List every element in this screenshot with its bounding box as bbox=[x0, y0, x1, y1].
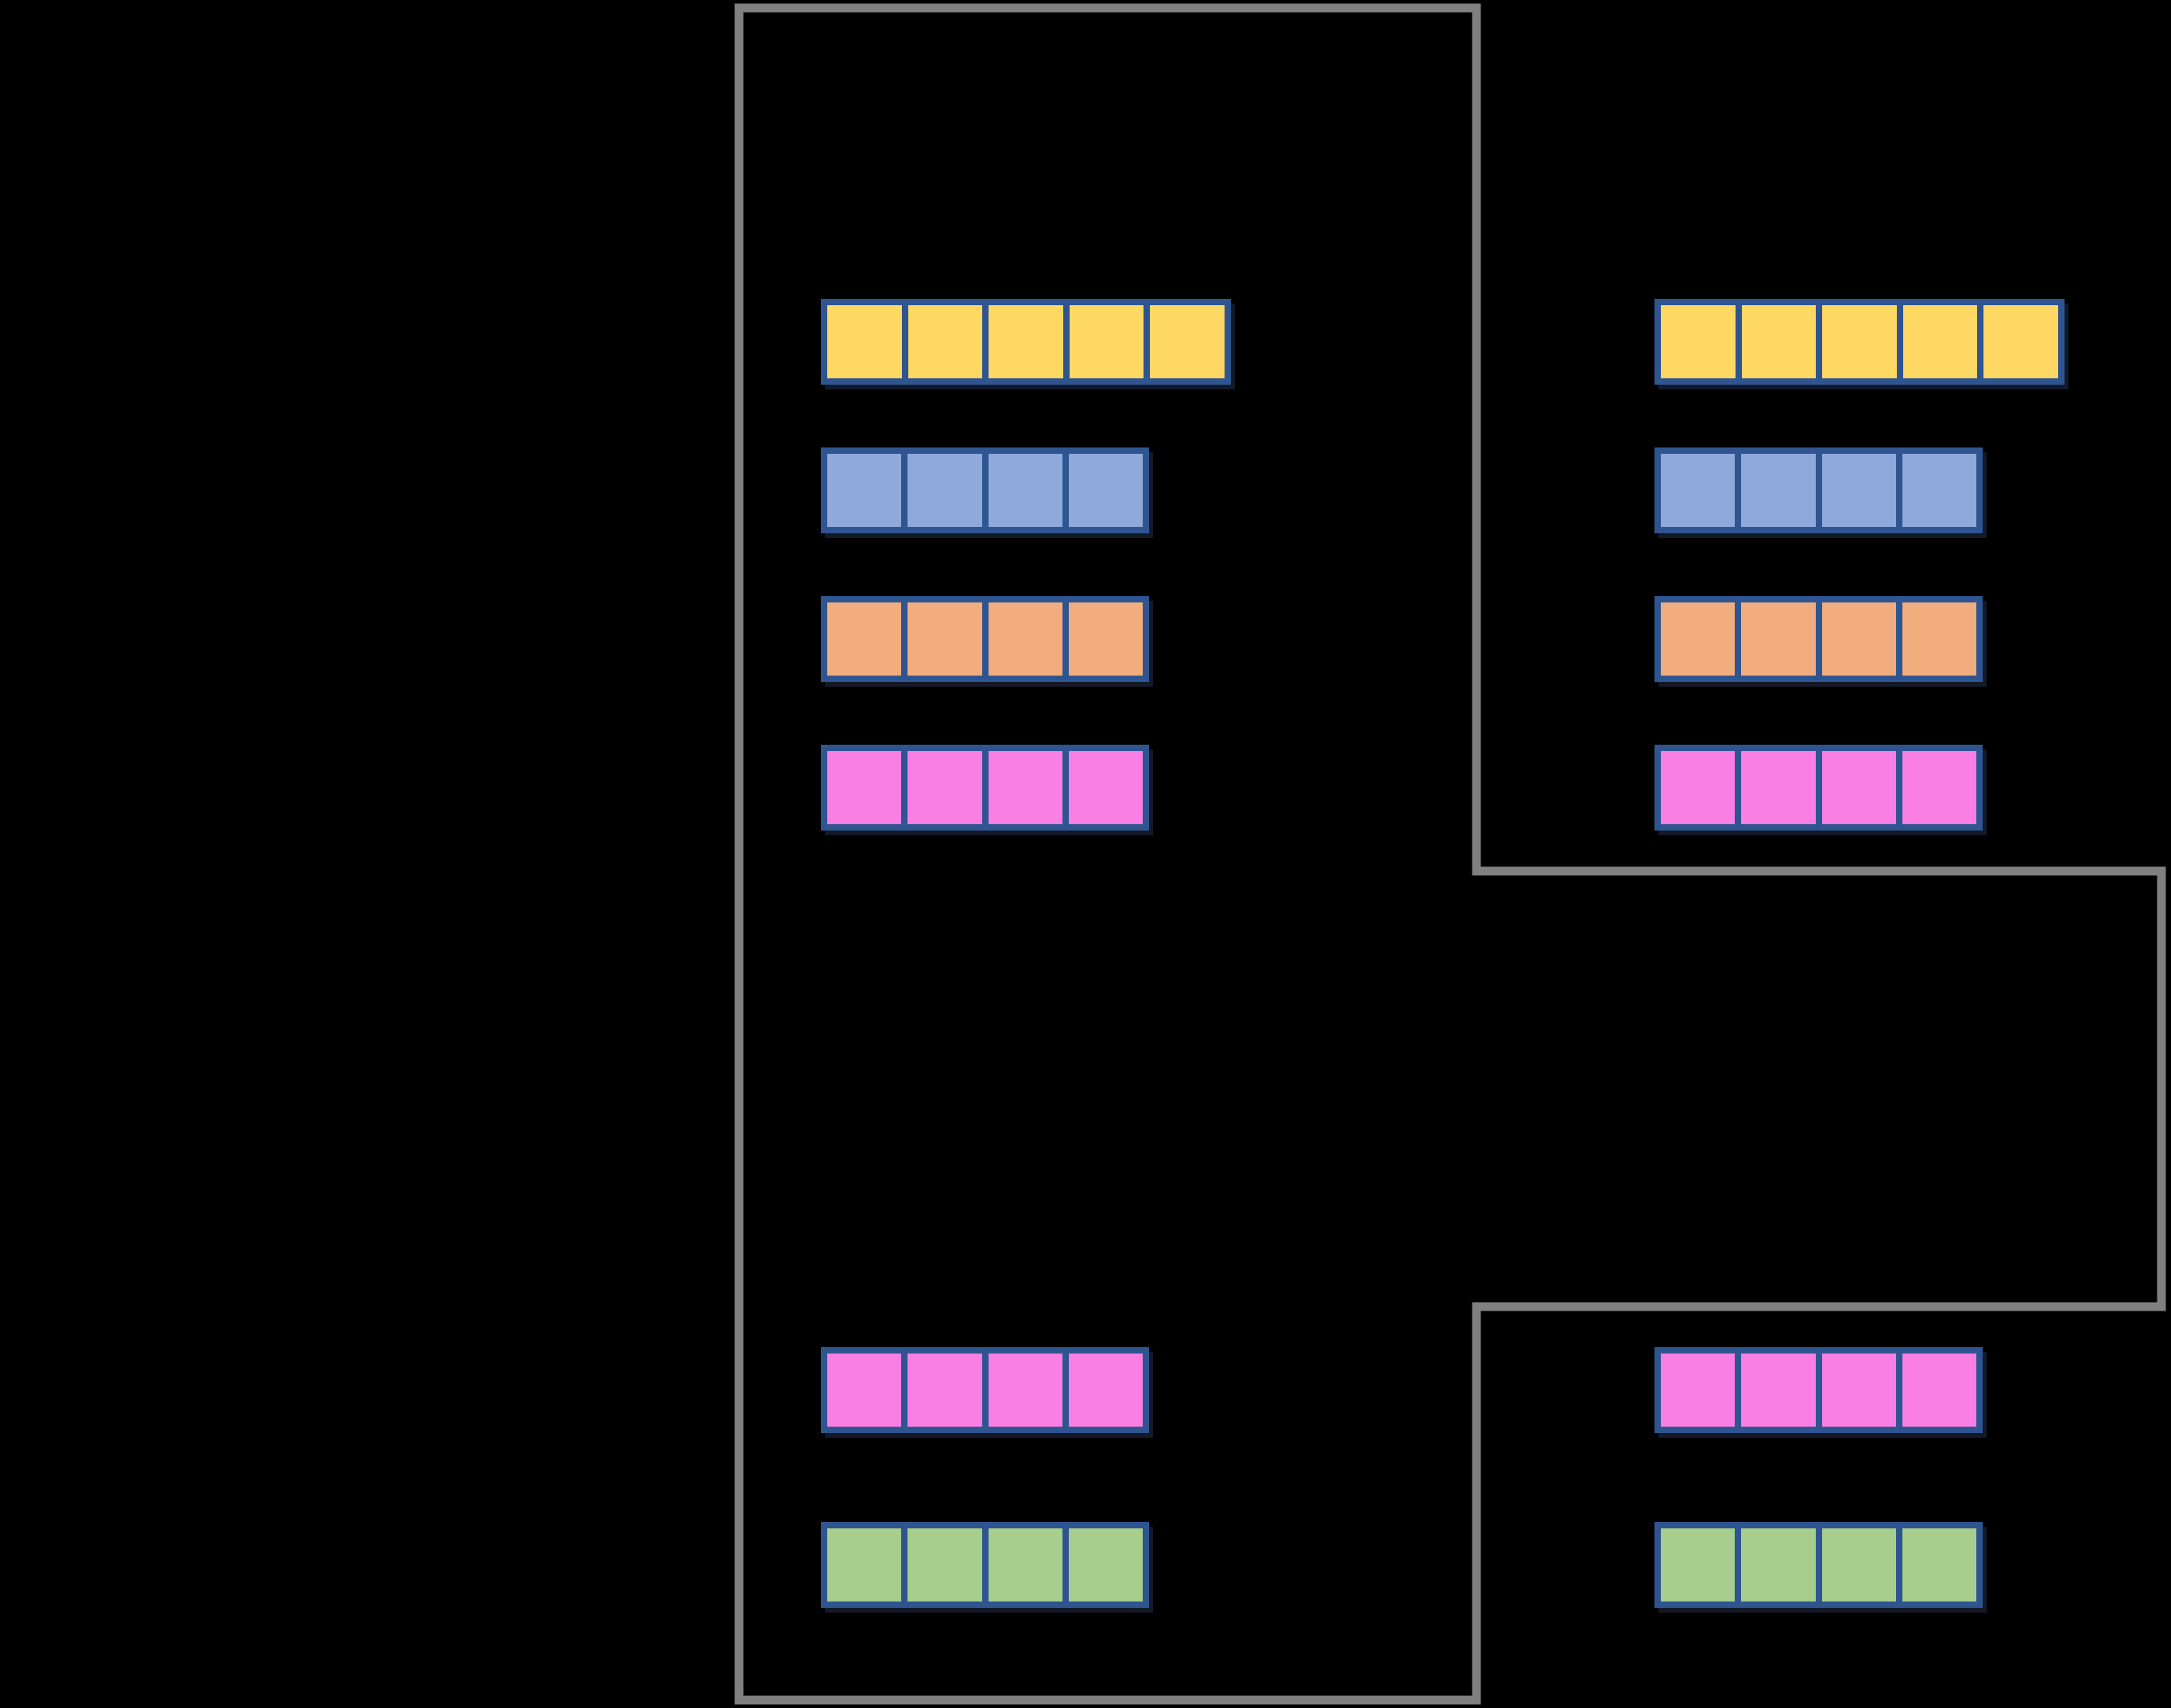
yellow-cell bbox=[989, 305, 1063, 378]
orange-cell bbox=[1902, 602, 1976, 676]
magenta-cell bbox=[1741, 751, 1816, 824]
green-cell bbox=[1661, 1528, 1736, 1601]
bar-green-4cell-left-bottom bbox=[821, 1522, 1149, 1608]
magenta-cell bbox=[1661, 1354, 1736, 1427]
magenta-cell bbox=[1821, 1354, 1896, 1427]
magenta-cell bbox=[988, 751, 1062, 824]
magenta-cell bbox=[1068, 751, 1143, 824]
magenta-cell bbox=[1068, 1354, 1143, 1427]
magenta-cell bbox=[1902, 751, 1976, 824]
magenta-cell bbox=[907, 751, 982, 824]
yellow-cell bbox=[827, 305, 902, 378]
yellow-cell bbox=[1661, 305, 1736, 378]
blue-cell bbox=[988, 454, 1062, 527]
green-cell bbox=[827, 1528, 902, 1601]
bar-magenta-4cell-right-bottom bbox=[1654, 1347, 1983, 1433]
bar-orange-4cell-left-top bbox=[821, 596, 1149, 682]
bar-magenta-4cell-right-top bbox=[1654, 745, 1983, 831]
orange-cell bbox=[1821, 602, 1896, 676]
orange-cell bbox=[827, 602, 902, 676]
blue-cell bbox=[827, 454, 902, 527]
magenta-cell bbox=[1902, 1354, 1976, 1427]
blue-cell bbox=[1068, 454, 1143, 527]
yellow-cell bbox=[1902, 305, 1978, 378]
green-cell bbox=[1902, 1528, 1976, 1601]
yellow-cell bbox=[1150, 305, 1225, 378]
blue-cell bbox=[1741, 454, 1816, 527]
orange-cell bbox=[1661, 602, 1736, 676]
green-cell bbox=[907, 1528, 982, 1601]
bar-green-4cell-right-bottom bbox=[1654, 1522, 1983, 1608]
magenta-cell bbox=[907, 1354, 982, 1427]
green-cell bbox=[1068, 1528, 1143, 1601]
green-cell bbox=[1821, 1528, 1896, 1601]
magenta-cell bbox=[827, 1354, 902, 1427]
bar-magenta-4cell-left-top bbox=[821, 745, 1149, 831]
blue-cell bbox=[907, 454, 982, 527]
green-cell bbox=[988, 1528, 1062, 1601]
bar-magenta-4cell-left-bottom bbox=[821, 1347, 1149, 1433]
orange-cell bbox=[988, 602, 1062, 676]
magenta-cell bbox=[1661, 751, 1736, 824]
bar-yellow-5cell-left-top bbox=[821, 299, 1231, 385]
blue-cell bbox=[1661, 454, 1736, 527]
blue-cell bbox=[1821, 454, 1896, 527]
bar-blue-4cell-right-top bbox=[1654, 447, 1983, 533]
magenta-cell bbox=[1741, 1354, 1816, 1427]
yellow-cell bbox=[1069, 305, 1144, 378]
outline-path bbox=[734, 3, 2166, 1705]
bar-yellow-5cell-right-top bbox=[1654, 299, 2065, 385]
magenta-cell bbox=[988, 1354, 1062, 1427]
yellow-cell bbox=[1822, 305, 1897, 378]
orange-cell bbox=[907, 602, 982, 676]
blue-cell bbox=[1902, 454, 1976, 527]
magenta-cell bbox=[1821, 751, 1896, 824]
yellow-cell bbox=[1983, 305, 2058, 378]
yellow-cell bbox=[1741, 305, 1817, 378]
bar-blue-4cell-left-top bbox=[821, 447, 1149, 533]
yellow-cell bbox=[907, 305, 983, 378]
orange-cell bbox=[1068, 602, 1143, 676]
magenta-cell bbox=[827, 751, 902, 824]
orange-cell bbox=[1741, 602, 1816, 676]
green-cell bbox=[1741, 1528, 1816, 1601]
bar-orange-4cell-right-top bbox=[1654, 596, 1983, 682]
